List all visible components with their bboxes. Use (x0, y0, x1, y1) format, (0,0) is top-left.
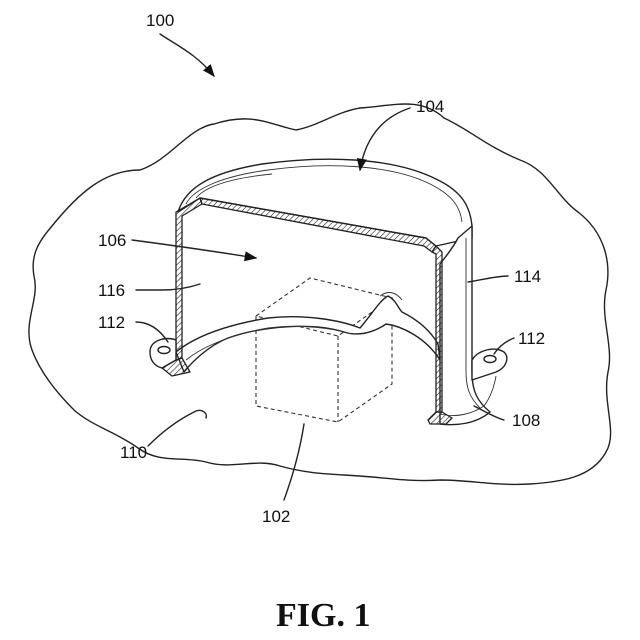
figure-caption: FIG. 1 (276, 597, 370, 634)
label-100: 100 (146, 11, 174, 30)
label-116: 116 (98, 281, 125, 300)
label-102: 102 (262, 507, 290, 526)
label-112-left: 112 (98, 313, 125, 332)
label-114: 114 (514, 267, 541, 286)
label-110: 110 (120, 443, 147, 462)
label-112-right: 112 (518, 329, 545, 348)
enclosure (150, 159, 507, 424)
label-104: 104 (416, 97, 444, 116)
hidden-component-box (256, 278, 392, 422)
label-106: 106 (98, 231, 126, 250)
label-108: 108 (512, 411, 540, 430)
